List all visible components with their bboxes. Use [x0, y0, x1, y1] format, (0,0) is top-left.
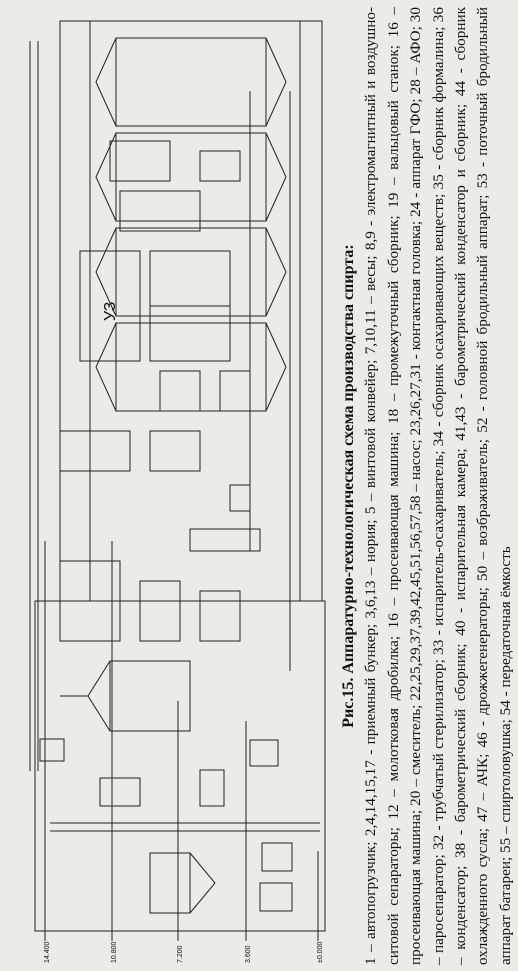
- level-label: 7.200: [177, 945, 184, 963]
- level-label: ±0.000: [317, 942, 324, 963]
- large-apparatus: [109, 660, 191, 732]
- figure-title: Рис.15. Аппаратурно-технологическая схем…: [340, 244, 357, 728]
- sterilizer: [189, 528, 261, 552]
- fermentation-vessel: [95, 227, 287, 317]
- building-frame-right: [59, 20, 323, 602]
- figure-legend: 1 – автопогрузчик; 2,4,14,15,17 - приемн…: [362, 7, 514, 965]
- level-label: 10.800: [111, 941, 118, 963]
- fermentation-tanks: [95, 37, 287, 412]
- fermentation-vessel: [95, 322, 287, 412]
- receiving-bunker: [149, 852, 191, 914]
- fermentation-vessel: [95, 132, 287, 222]
- level-label: 3.600: [245, 945, 252, 963]
- uz-label: УЗ: [102, 302, 119, 321]
- figure-caption: Рис.15. Аппаратурно-технологическая схем…: [338, 7, 517, 965]
- scales: [259, 882, 293, 912]
- mixer: [59, 560, 121, 642]
- level-label: 14.400: [44, 941, 51, 963]
- uz-apparatus: [79, 250, 141, 362]
- fermentation-vessel: [95, 37, 287, 127]
